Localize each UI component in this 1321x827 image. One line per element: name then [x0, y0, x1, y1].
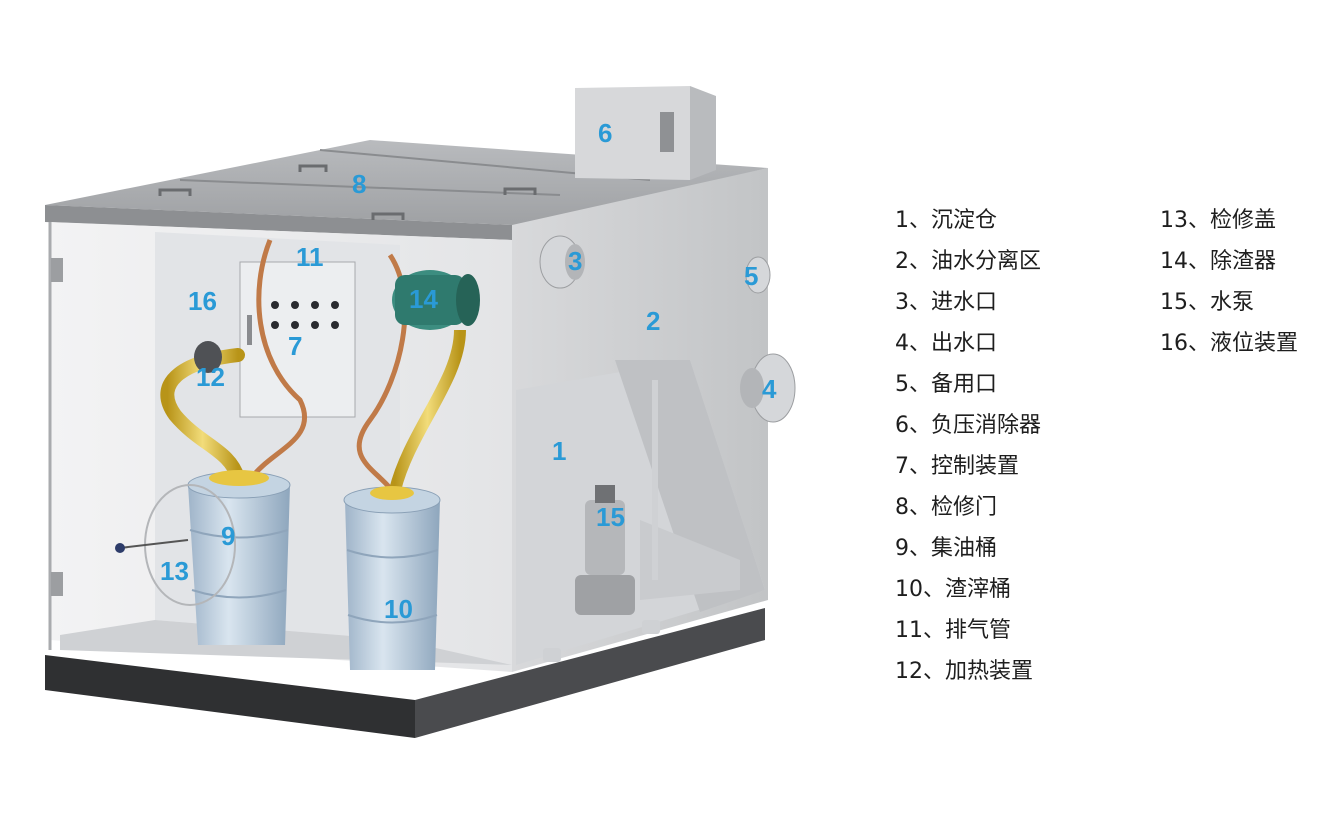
legend-item: 5、备用口	[895, 364, 1041, 405]
callout-16: 16	[188, 286, 217, 316]
callout-9: 9	[221, 521, 235, 551]
callout-2: 2	[646, 306, 660, 336]
legend-item: 4、出水口	[895, 323, 1041, 364]
callout-10: 10	[384, 594, 413, 624]
oil-separator-illustration: 1 2 3 4 5 6 7 8 9 10 11 12 13 14 15 16	[0, 0, 880, 827]
callout-1: 1	[552, 436, 566, 466]
callout-12: 12	[196, 362, 225, 392]
legend-item: 14、除渣器	[1160, 241, 1298, 282]
legend-item: 8、检修门	[895, 487, 1041, 528]
legend-item: 10、渣滓桶	[895, 569, 1041, 610]
callout-5: 5	[744, 261, 758, 291]
legend-left-column: 1、沉淀仓 2、油水分离区 3、进水口 4、出水口 5、备用口 6、负压消除器 …	[895, 200, 1041, 692]
legend-item: 16、液位装置	[1160, 323, 1298, 364]
legend-item: 11、排气管	[895, 610, 1041, 651]
callout-13: 13	[160, 556, 189, 586]
legend-item: 3、进水口	[895, 282, 1041, 323]
drain-fitting-right	[642, 620, 660, 634]
callout-14: 14	[409, 284, 438, 314]
legend-right-column: 13、检修盖 14、除渣器 15、水泵 16、液位装置	[1160, 200, 1298, 364]
pressure-eliminator	[575, 86, 716, 180]
drain-fitting-left	[543, 648, 561, 662]
legend-item: 12、加热装置	[895, 651, 1041, 692]
callout-6: 6	[598, 118, 612, 148]
callout-3: 3	[568, 246, 582, 276]
legend-item: 13、检修盖	[1160, 200, 1298, 241]
callout-7: 7	[288, 331, 302, 361]
slag-drum	[344, 486, 440, 670]
callout-11: 11	[296, 242, 324, 272]
legend-item: 7、控制装置	[895, 446, 1041, 487]
legend-item: 6、负压消除器	[895, 405, 1041, 446]
hinge-top	[51, 258, 63, 282]
legend-item: 1、沉淀仓	[895, 200, 1041, 241]
hinge-bottom	[51, 572, 63, 596]
legend-item: 15、水泵	[1160, 282, 1298, 323]
legend-item: 2、油水分离区	[895, 241, 1041, 282]
oil-collection-drum	[188, 470, 290, 645]
callout-4: 4	[762, 374, 777, 404]
callout-8: 8	[352, 169, 366, 199]
callout-15: 15	[596, 502, 625, 532]
legend-item: 9、集油桶	[895, 528, 1041, 569]
